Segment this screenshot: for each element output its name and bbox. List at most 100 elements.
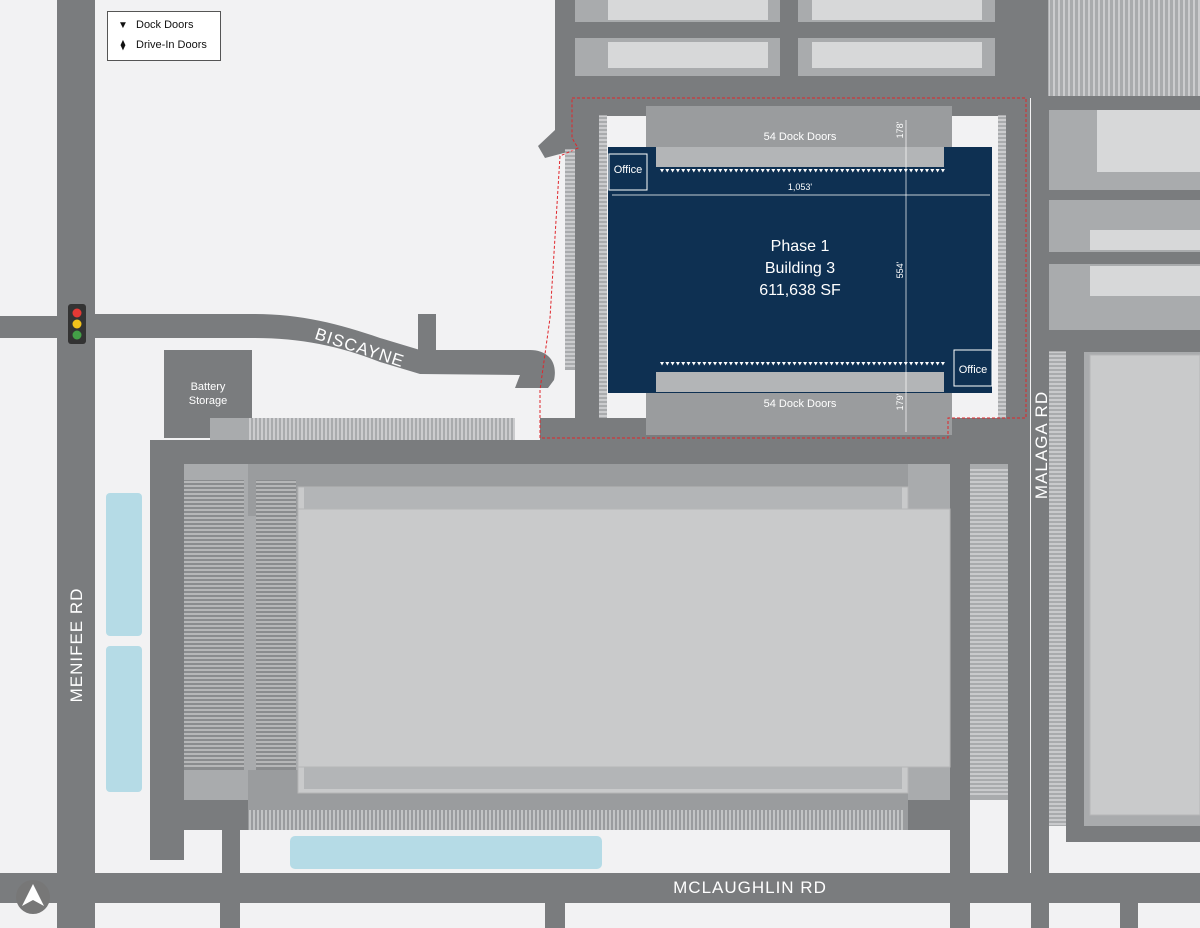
dock-door-icon: [697, 169, 702, 173]
dock-door-icon: [829, 362, 834, 366]
dock-door-icon: [887, 362, 892, 366]
dock-door-icon: [797, 362, 802, 366]
mclaughlin-road: [0, 873, 1200, 899]
legend-drive-in-doors: ⧫ Drive-In Doors: [108, 35, 220, 55]
office-east[interactable]: [953, 349, 993, 387]
dock-door-icon: [750, 362, 755, 366]
dock-door-icon: [797, 169, 802, 173]
dock-door-icon: [930, 169, 935, 173]
dock-door-icon: [766, 169, 770, 173]
dock-door-icon: [819, 362, 823, 366]
dock-door-icon: [707, 169, 712, 173]
dock-door-icon: [803, 362, 808, 366]
dock-door-icon: [914, 362, 919, 366]
battery-storage-line1: Battery: [191, 381, 226, 393]
dock-door-icon: [686, 169, 691, 173]
dock-door-icon: [723, 169, 728, 173]
dock-door-icon: [781, 169, 786, 173]
building-name: Building 3: [765, 260, 835, 277]
traffic-light-icon: [68, 304, 86, 344]
dock-door-icon: [713, 169, 717, 173]
dock-door-icon: [691, 169, 696, 173]
dock-door-icon: [845, 362, 850, 366]
dock-door-icon: [898, 169, 903, 173]
dock-door-icon: [893, 169, 898, 173]
dock-door-icon: [792, 169, 797, 173]
dock-door-icon: [771, 362, 776, 366]
dock-door-icon: [718, 362, 723, 366]
dock-door-icon: [829, 169, 834, 173]
dock-door-icon: [856, 362, 861, 366]
battery-storage-line2: Storage: [189, 395, 228, 407]
building-3-footprint[interactable]: [608, 147, 992, 393]
site-boundary: [539, 97, 1027, 439]
dock-door-icon: [813, 169, 818, 173]
office-west[interactable]: [608, 153, 648, 191]
dock-door-icon: [702, 362, 707, 366]
map-legend: ▼ Dock Doors ⧫ Drive-In Doors: [107, 11, 221, 61]
dock-door-icon: [840, 362, 845, 366]
dock-door-icon: [776, 362, 781, 366]
dock-door-icon: [760, 169, 765, 173]
legend-drive-in-doors-label: Drive-In Doors: [136, 39, 207, 51]
dock-door-icon: [866, 362, 871, 366]
dock-door-icon: [877, 362, 882, 366]
dock-door-icon: [882, 362, 887, 366]
dock-door-icon: [787, 169, 792, 173]
north-truck-dimension: 178': [895, 121, 905, 138]
dock-door-icon: [819, 169, 823, 173]
dock-door-icon: [898, 362, 903, 366]
dock-door-icon: [781, 362, 786, 366]
dock-door-icon: [914, 169, 919, 173]
dock-door-icon: [919, 169, 924, 173]
dock-door-icon: [877, 169, 882, 173]
dock-door-icon: [872, 362, 876, 366]
dock-door-icon: [675, 169, 680, 173]
biscayne-spur: [418, 314, 436, 354]
dock-door-icon: [935, 169, 940, 173]
dock-door-icon: [681, 362, 686, 366]
dock-door-icon: [850, 362, 855, 366]
dock-door-icon: [660, 169, 664, 173]
dock-door-icon: [792, 362, 797, 366]
south-dock-doors: [660, 362, 945, 366]
dock-door-icon: [750, 169, 755, 173]
dock-door-icon: [766, 362, 770, 366]
dock-door-icon: [856, 169, 861, 173]
drive-in-door-diamond-icon: ⧫: [120, 39, 126, 51]
retention-pond-west-north: [106, 493, 142, 636]
dock-door-icon: [681, 169, 686, 173]
dock-door-icon: [707, 362, 712, 366]
dock-door-icon: [834, 362, 839, 366]
dock-door-icon: [925, 169, 929, 173]
north-offsite-buildings: [575, 0, 995, 76]
dock-door-icon: [930, 362, 935, 366]
north-dock-doors: [660, 169, 945, 173]
dock-door-icon: [776, 169, 781, 173]
dock-door-icon: [734, 169, 739, 173]
dock-door-icon: [840, 169, 845, 173]
menifee-road: [57, 0, 95, 928]
dock-door-icon: [872, 169, 876, 173]
depth-dimension: 554': [895, 261, 905, 278]
biscayne-road: [95, 314, 555, 388]
dock-door-icon: [670, 362, 675, 366]
dock-door-icon: [882, 169, 887, 173]
dock-door-icon: [702, 169, 707, 173]
office-west-label: Office: [614, 164, 643, 176]
north-dock-label: 54 Dock Doors: [764, 131, 837, 143]
dock-door-icon: [861, 169, 866, 173]
dock-door-icon: [866, 169, 871, 173]
dock-door-icon: [808, 169, 813, 173]
building-phase: Phase 1: [771, 238, 830, 255]
dock-door-icon: [834, 169, 839, 173]
dock-door-icon: [887, 169, 892, 173]
dock-door-icon: [893, 362, 898, 366]
dock-door-icon: [739, 362, 744, 366]
battery-storage[interactable]: Battery Storage: [164, 350, 252, 438]
dock-door-icon: [713, 362, 717, 366]
dock-door-icon: [734, 362, 739, 366]
retention-pond-south: [290, 836, 602, 869]
dock-door-icon: [935, 362, 940, 366]
dock-door-icon: [925, 362, 929, 366]
